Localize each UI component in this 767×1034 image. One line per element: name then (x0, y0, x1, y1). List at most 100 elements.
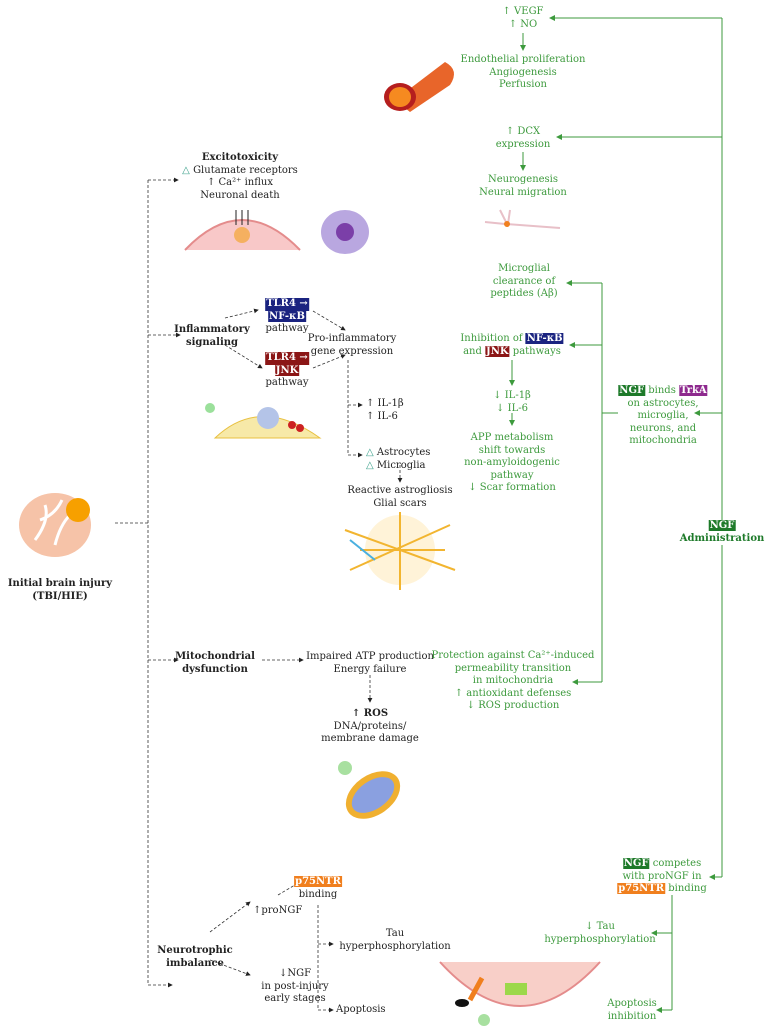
text-line: ↓ Tau (585, 921, 615, 932)
text-line: mitochondria (629, 435, 697, 446)
badge: p75NTR (294, 876, 342, 887)
text: Inhibition of (460, 333, 526, 344)
text-line: with proNGF in (622, 870, 702, 882)
badge: NGF (622, 858, 650, 869)
text-line: Neurogenesis (487, 174, 559, 185)
text-line: Microglial (498, 263, 550, 274)
text-line: ↑ antioxidant defenses (454, 687, 572, 699)
text-line: membrane damage (321, 733, 419, 744)
excitotoxicity-title: Excitotoxicity (201, 152, 279, 163)
text-line: Neural migration (479, 186, 567, 198)
badge: NGF (618, 385, 646, 396)
text-line: Microglia (376, 459, 426, 471)
text-line: ↓NGF (278, 968, 312, 979)
badge: TLR4 → (265, 352, 309, 365)
injury-arrows (115, 177, 403, 1013)
pathway-inhibition: Inhibition of NF-κB and JNK pathways (460, 333, 564, 358)
text-line: ↑ ROS (351, 708, 389, 719)
delta-icon: △ (366, 447, 374, 458)
text: competes (649, 858, 702, 869)
text-line: ↑ NO (508, 18, 538, 30)
text-line: ↑ DCX (505, 126, 541, 137)
text-line: on astrocytes, (627, 397, 699, 409)
migrating-neuron-illustration (484, 209, 561, 229)
badge: NGF (708, 520, 736, 531)
necrotic-cell-illustration (321, 210, 369, 254)
ngf-arrows (509, 15, 723, 1013)
text-line: hyperphosphorylation (339, 940, 451, 952)
text: pathways (509, 345, 561, 357)
text-line: expression (495, 138, 551, 150)
text-line: pathway (265, 377, 309, 388)
text-line: ↑ IL-6 (366, 410, 398, 422)
text-line: ↓ Scar formation (468, 482, 556, 493)
blood-vessel-illustration (384, 62, 454, 112)
text-line: inhibition (607, 1010, 657, 1022)
badge: TLR4 → (265, 298, 309, 311)
badge: JNK (485, 345, 510, 357)
text-line: Neurotrophic (157, 945, 233, 956)
text-line: Protection against Ca²⁺-induced (431, 650, 595, 661)
text-line: Glial scars (373, 497, 427, 509)
excitotoxicity-block: Excitotoxicity △ Glutamate receptors ↑ C… (182, 152, 298, 202)
injury-title: Initial brain injury (7, 578, 113, 589)
text-line: pathway (265, 323, 309, 334)
text-line: Angiogenesis (489, 66, 557, 78)
text-line: Endothelial proliferation (460, 54, 586, 65)
text-line: ↓ IL-6 (496, 402, 528, 414)
text-line: Inflammatory (174, 324, 250, 335)
text-line: Glutamate receptors (193, 164, 298, 176)
text: and (463, 345, 486, 357)
text-line: ↓ ROS production (466, 700, 560, 711)
text-line: Energy failure (333, 663, 407, 675)
text-line: Apoptosis (607, 998, 657, 1009)
text-line: DNA/proteins/ (333, 720, 407, 732)
text-line: dysfunction (182, 663, 248, 675)
text-line: Impaired ATP production (306, 651, 434, 662)
text-line: ↑ IL-1β (366, 398, 404, 409)
text-line: microglia, (637, 410, 689, 421)
badge: NF-κB (525, 333, 564, 344)
text-line: in post-injury (261, 980, 329, 992)
initial-injury-label: Initial brain injury(TBI/HIE) (8, 578, 112, 603)
text-line: signaling (185, 336, 239, 348)
text: binding (665, 883, 707, 894)
il-decrease: ↓ IL-1β↓ IL-6 (493, 390, 531, 415)
apoptosis: Apoptosis (336, 1004, 386, 1015)
text-line: clearance of (492, 275, 556, 287)
text-line: Pro-inflammatory (307, 333, 397, 344)
badge: TrkA (679, 385, 708, 396)
text-line: Reactive astrogliosis (347, 485, 453, 496)
text-line: binding (298, 888, 338, 900)
text-line: early stages (264, 993, 326, 1004)
text-line: ↓ IL-1β (493, 390, 531, 401)
text-line: Perfusion (499, 79, 547, 90)
text-line: neurons, and (629, 422, 697, 434)
astrocytes-illustration (344, 512, 456, 590)
glia: △ Astrocytes△ Microglia (366, 447, 430, 472)
brain-icon (19, 493, 91, 557)
text-line: Tau (385, 928, 405, 939)
text-line: shift towards (478, 444, 546, 456)
delta-icon: △ (182, 164, 190, 176)
text-line: Mitochondrial (175, 651, 255, 662)
